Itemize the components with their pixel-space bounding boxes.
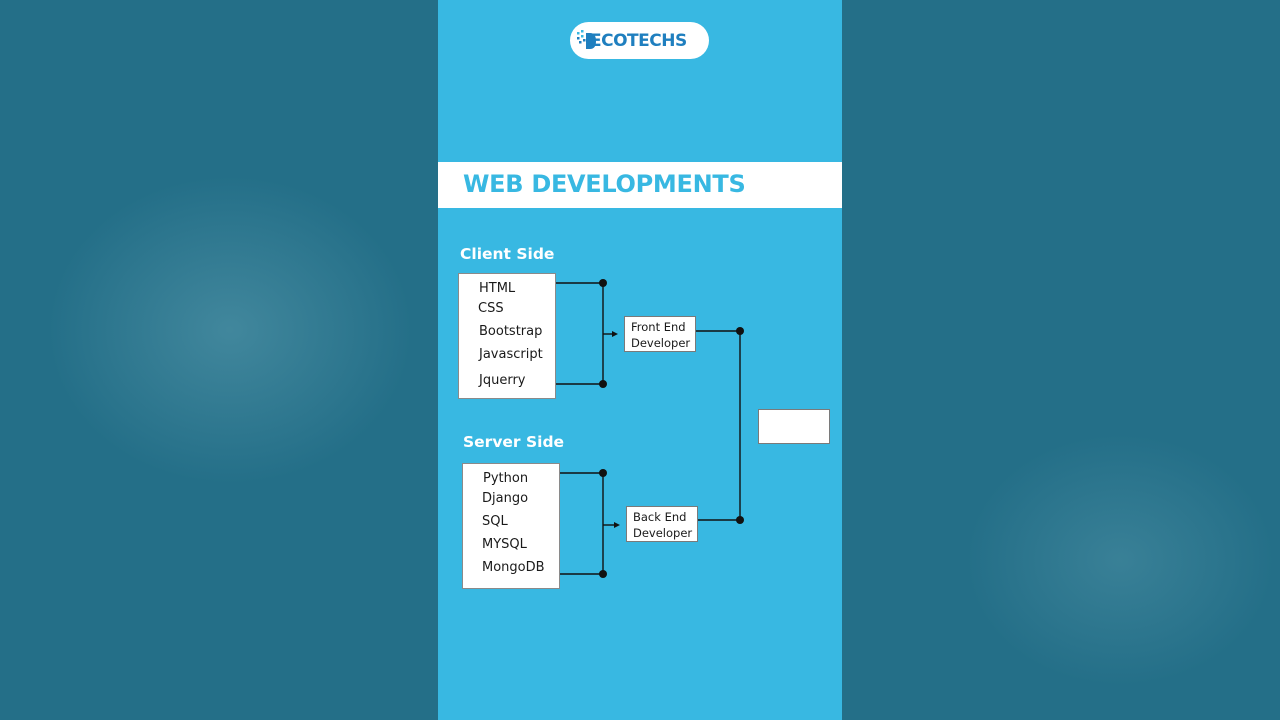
junction-dot — [599, 469, 607, 477]
arrow-head-icon — [614, 522, 620, 528]
content-panel: ECOTECHS WEB DEVELOPMENTS Client Side HT… — [438, 0, 842, 720]
logo-mark-icon — [577, 30, 596, 49]
list-item: Bootstrap — [479, 324, 543, 339]
output-box — [758, 409, 830, 444]
server-tech-list: Python Django SQL MYSQL MongoDB — [462, 463, 560, 589]
role-line: Back End — [633, 510, 687, 524]
junction-dot — [599, 380, 607, 388]
junction-dot — [599, 570, 607, 578]
server-side-heading: Server Side — [463, 433, 565, 451]
role-line: Developer — [631, 336, 691, 350]
list-item: Jquerry — [479, 373, 526, 388]
junction-dot — [599, 279, 607, 287]
arrow-head-icon — [612, 331, 618, 337]
logo-text: ECOTECHS — [590, 31, 687, 51]
junction-dot — [736, 516, 744, 524]
list-item: Javascript — [479, 347, 543, 362]
list-item: MongoDB — [482, 560, 545, 575]
page-title: WEB DEVELOPMENTS — [463, 170, 746, 198]
back-end-developer-box: Back End Developer — [626, 506, 698, 542]
role-line: Developer — [633, 526, 693, 540]
list-item: CSS — [478, 301, 504, 316]
client-tech-list: HTML CSS Bootstrap Javascript Jquerry — [458, 273, 556, 399]
logo-badge: ECOTECHS — [570, 22, 709, 59]
junction-dot — [736, 327, 744, 335]
list-item: Django — [482, 491, 529, 506]
role-line: Front End — [631, 320, 686, 334]
list-item: SQL — [482, 514, 508, 529]
front-end-developer-box: Front End Developer — [624, 316, 696, 352]
connector-lines — [556, 279, 744, 578]
list-item: MYSQL — [482, 537, 527, 552]
title-bar: WEB DEVELOPMENTS — [438, 162, 842, 208]
list-item: HTML — [479, 281, 516, 296]
client-side-heading: Client Side — [460, 245, 555, 263]
list-item: Python — [483, 471, 529, 486]
